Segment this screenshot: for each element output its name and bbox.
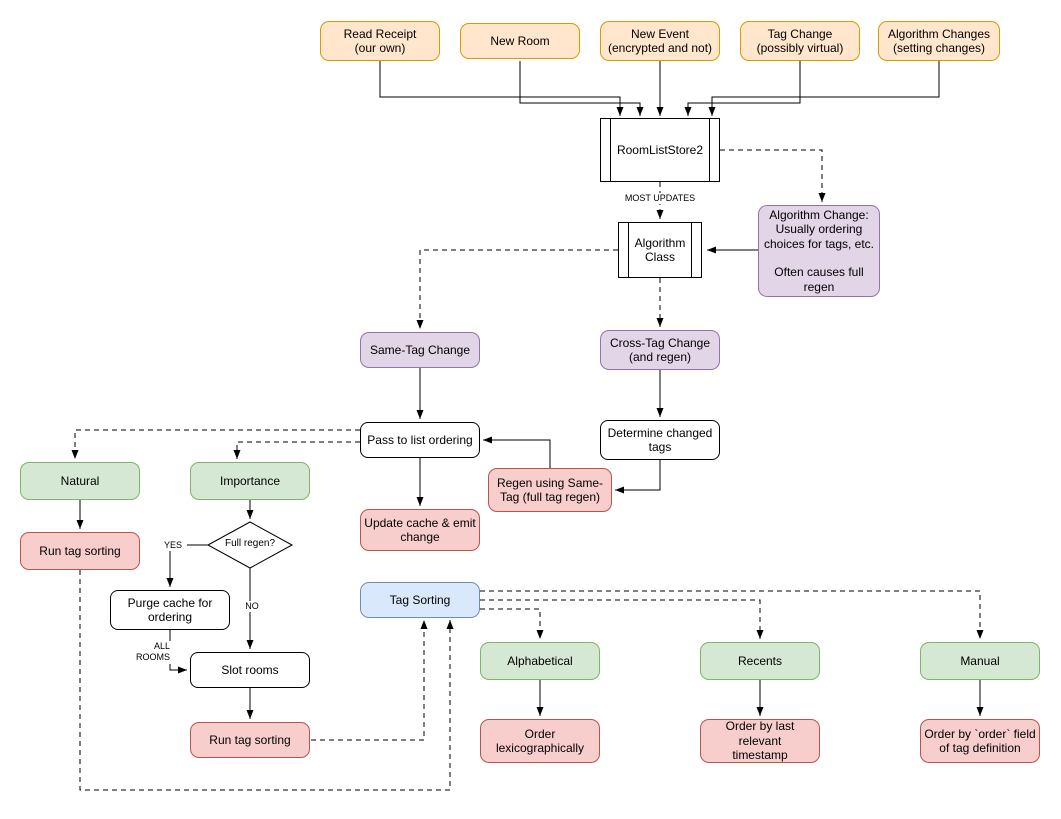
- edge-run-tag-sorting-left-to-tag-sorting: [79, 570, 454, 791]
- edge-run-tag-sorting-bottom-to-tag-sorting: [311, 620, 428, 741]
- edge-determine-tags-to-regen-same-tag: [615, 460, 661, 494]
- edge-read-receipt-to-roomliststore2: [379, 61, 624, 116]
- node-run-tag-sorting-left: Run tag sorting: [20, 532, 140, 570]
- edge-purge-cache-to-slot-rooms: [169, 630, 187, 674]
- most-updates-label: MOST UPDATES: [612, 193, 708, 205]
- node-new-room: New Room: [460, 23, 580, 59]
- node-order-by-last-relevant-timestamp: Order by last relevant timestamp: [700, 719, 820, 763]
- node-room-list-store2: RoomListStore2: [600, 118, 720, 182]
- node-natural: Natural: [20, 462, 140, 500]
- edge-regen-same-tag-to-pass-to-list-ordering: [483, 436, 551, 468]
- node-full-regen-decision-label: Full regen?: [224, 538, 276, 549]
- all-rooms-label: ALL ROOMS: [128, 641, 172, 664]
- node-recents: Recents: [700, 642, 820, 680]
- edge-pass-to-natural: [71, 429, 360, 459]
- node-update-cache-emit-change: Update cache & emit change: [360, 509, 480, 551]
- node-order-lexicographically: Order lexicographically: [480, 719, 600, 763]
- node-alphabetical: Alphabetical: [480, 642, 600, 680]
- edge-new-room-to-roomliststore2: [519, 61, 644, 116]
- node-run-tag-sorting-bottom: Run tag sorting: [190, 722, 310, 758]
- edge-tag-sorting-to-manual: [480, 590, 984, 639]
- node-pass-to-list-ordering: Pass to list ordering: [360, 422, 480, 458]
- edge-tag-sorting-to-alphabetical: [480, 608, 544, 639]
- node-tag-sorting: Tag Sorting: [360, 582, 480, 618]
- edge-full-regen-yes-to-purge-cache: [166, 544, 208, 587]
- node-cross-tag-change: Cross-Tag Change (and regen): [600, 330, 720, 370]
- node-order-by-order-field: Order by `order` field of tag definition: [920, 719, 1040, 763]
- node-new-event: New Event (encrypted and not): [600, 21, 720, 61]
- edge-roomliststore2-to-algorithm-change-note: [720, 149, 826, 202]
- node-algorithm-change-note: Algorithm Change: Usually ordering choic…: [758, 205, 880, 297]
- edge-algorithm-class-to-same-tag-change: [416, 249, 618, 329]
- edge-algorithm-changes-to-roomliststore2: [708, 61, 940, 116]
- node-tag-change: Tag Change (possibly virtual): [740, 21, 860, 61]
- edge-tag-sorting-to-recents: [480, 599, 764, 639]
- no-label: NO: [239, 601, 265, 613]
- node-algorithm-changes: Algorithm Changes (setting changes): [878, 21, 1000, 61]
- edge-tag-change-to-roomliststore2: [684, 61, 801, 116]
- node-same-tag-change: Same-Tag Change: [360, 332, 480, 368]
- node-slot-rooms: Slot rooms: [190, 652, 310, 688]
- node-manual: Manual: [920, 642, 1040, 680]
- node-regen-using-same-tag: Regen using Same- Tag (full tag regen): [488, 468, 612, 512]
- node-algorithm-class: Algorithm Class: [618, 222, 702, 278]
- full-regen-decision-diamond: [206, 521, 294, 569]
- node-importance: Importance: [190, 462, 310, 500]
- yes-label: YES: [159, 540, 187, 552]
- node-purge-cache-for-ordering: Purge cache for ordering: [110, 590, 230, 630]
- node-read-receipt: Read Receipt (our own): [320, 21, 440, 61]
- node-determine-changed-tags: Determine changed tags: [600, 420, 720, 460]
- edge-pass-to-importance: [233, 441, 360, 459]
